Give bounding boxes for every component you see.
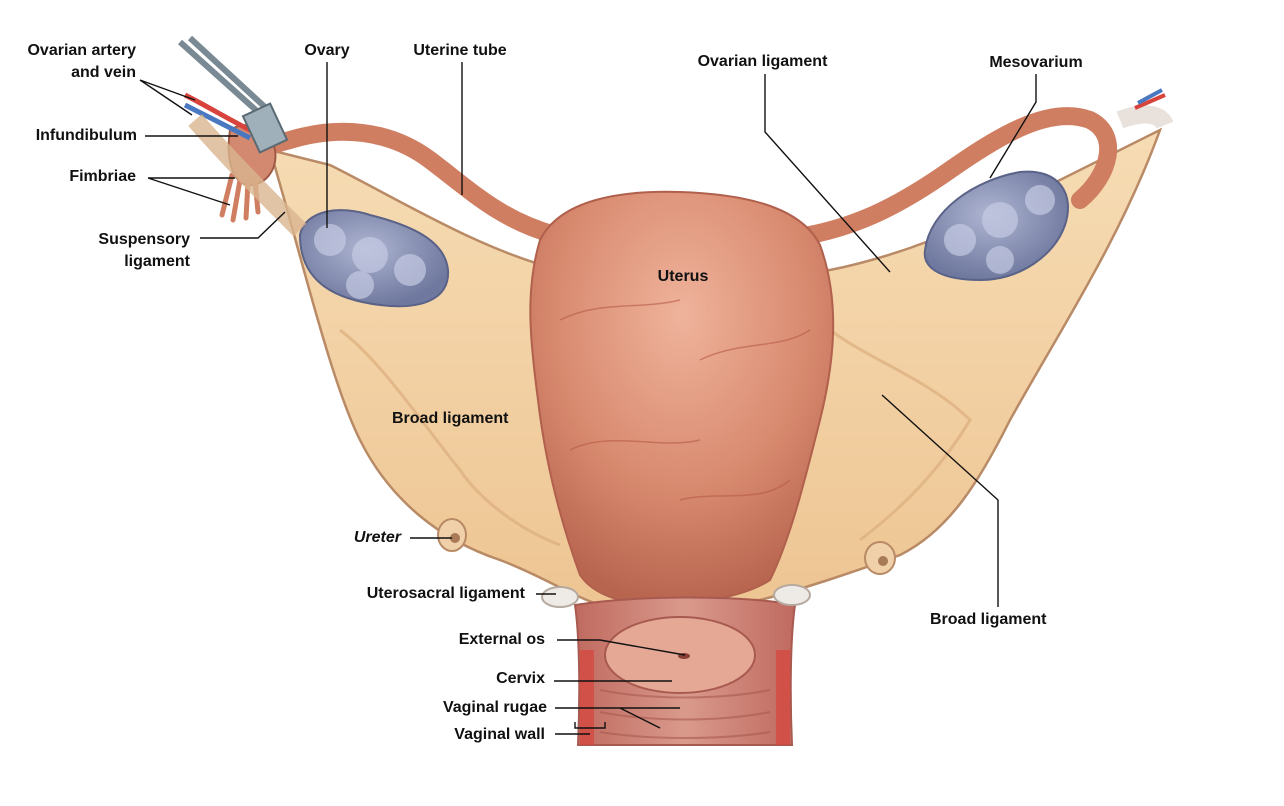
label-ovarian-artery-vein-line-2: and vein (71, 64, 136, 81)
ovary-left-follicle-2 (352, 237, 388, 273)
vaginal-rugae-3 (599, 731, 771, 739)
ureter-left-lumen (450, 533, 460, 543)
ovary-right-follicle-2 (982, 202, 1018, 238)
label-fimbriae: Fimbriae (69, 168, 136, 185)
label-mesovarium: Mesovarium (989, 54, 1083, 71)
leader-ovarian-vessels (139, 79, 196, 116)
label-vaginal-rugae: Vaginal rugae (442, 699, 547, 716)
label-external-os: External os (458, 631, 545, 648)
label-uterine-tube: Uterine tube (413, 42, 507, 59)
leader-fimbriae (147, 177, 235, 206)
broad-ligament-fold-left (339, 328, 561, 547)
leader-suspensory (200, 211, 286, 239)
vaginal-wall-edge-right (776, 650, 790, 745)
vaginal-wall-edge-left (580, 650, 594, 745)
ovary-left-follicle-3 (394, 254, 426, 286)
leader-broad-ligament-right (881, 394, 999, 607)
label-ovarian-artery-vein: Ovarian artery and vein (0, 40, 136, 84)
leader-ovarian-ligament (764, 74, 891, 273)
label-uterosacral-ligament: Uterosacral ligament (366, 585, 525, 602)
leader-mesovarium (989, 74, 1037, 179)
uterine-tube-right (801, 107, 1117, 244)
vaginal-rugae-2 (599, 711, 771, 721)
label-broad-ligament-left: Broad ligament (392, 410, 509, 427)
label-broad-ligament-right: Broad ligament (930, 611, 1047, 628)
uterosacral-ligament-left (541, 586, 579, 608)
ovary-right-follicle-1 (944, 224, 976, 256)
leader-external-os (557, 639, 686, 656)
uterus-body (529, 190, 835, 606)
right-ovarian-vein (1137, 88, 1163, 105)
broad-ligament-fold-right (829, 328, 972, 542)
uterus-vessel-4 (679, 479, 791, 501)
label-suspensory-line-1: Suspensory (98, 231, 190, 248)
uterus-vessel-3 (569, 439, 701, 451)
right-suspensory-ligament (1116, 105, 1174, 130)
ovary-right-follicle-3 (1025, 185, 1055, 215)
ovarian-vein (183, 102, 252, 141)
uterosacral-ligament-right (773, 584, 811, 606)
ovary-left-follicle-4 (346, 271, 374, 299)
label-suspensory-line-2: ligament (124, 253, 190, 270)
suspensory-ligament-left (188, 114, 307, 237)
label-ovary: Ovary (304, 42, 350, 59)
leader-vaginal-rugae (555, 707, 680, 729)
label-ureter: Ureter (353, 529, 401, 546)
label-uterus: Uterus (657, 268, 709, 285)
uterus-vessel-2 (699, 329, 811, 361)
label-infundibulum: Infundibulum (35, 127, 137, 144)
ureter-right-lumen (878, 556, 888, 566)
fimbriae (219, 172, 261, 223)
surgical-clamp (177, 35, 269, 115)
label-cervix: Cervix (496, 670, 545, 687)
label-ovarian-ligament: Ovarian ligament (697, 53, 828, 70)
label-vaginal-wall: Vaginal wall (454, 726, 545, 743)
ovary-right-follicle-4 (986, 246, 1014, 274)
label-suspensory-ligament: Suspensory ligament (0, 229, 190, 273)
label-ovarian-artery-vein-line-1: Ovarian artery (27, 42, 136, 59)
leader-vaginal-wall (555, 722, 606, 735)
uterus-vessel-1 (559, 299, 681, 321)
ovary-left-follicle-1 (314, 224, 346, 256)
vaginal-rugae-1 (599, 689, 771, 699)
clamp-jaw (241, 102, 289, 154)
right-ovarian-artery (1134, 93, 1166, 110)
leader-lines (139, 62, 1037, 735)
